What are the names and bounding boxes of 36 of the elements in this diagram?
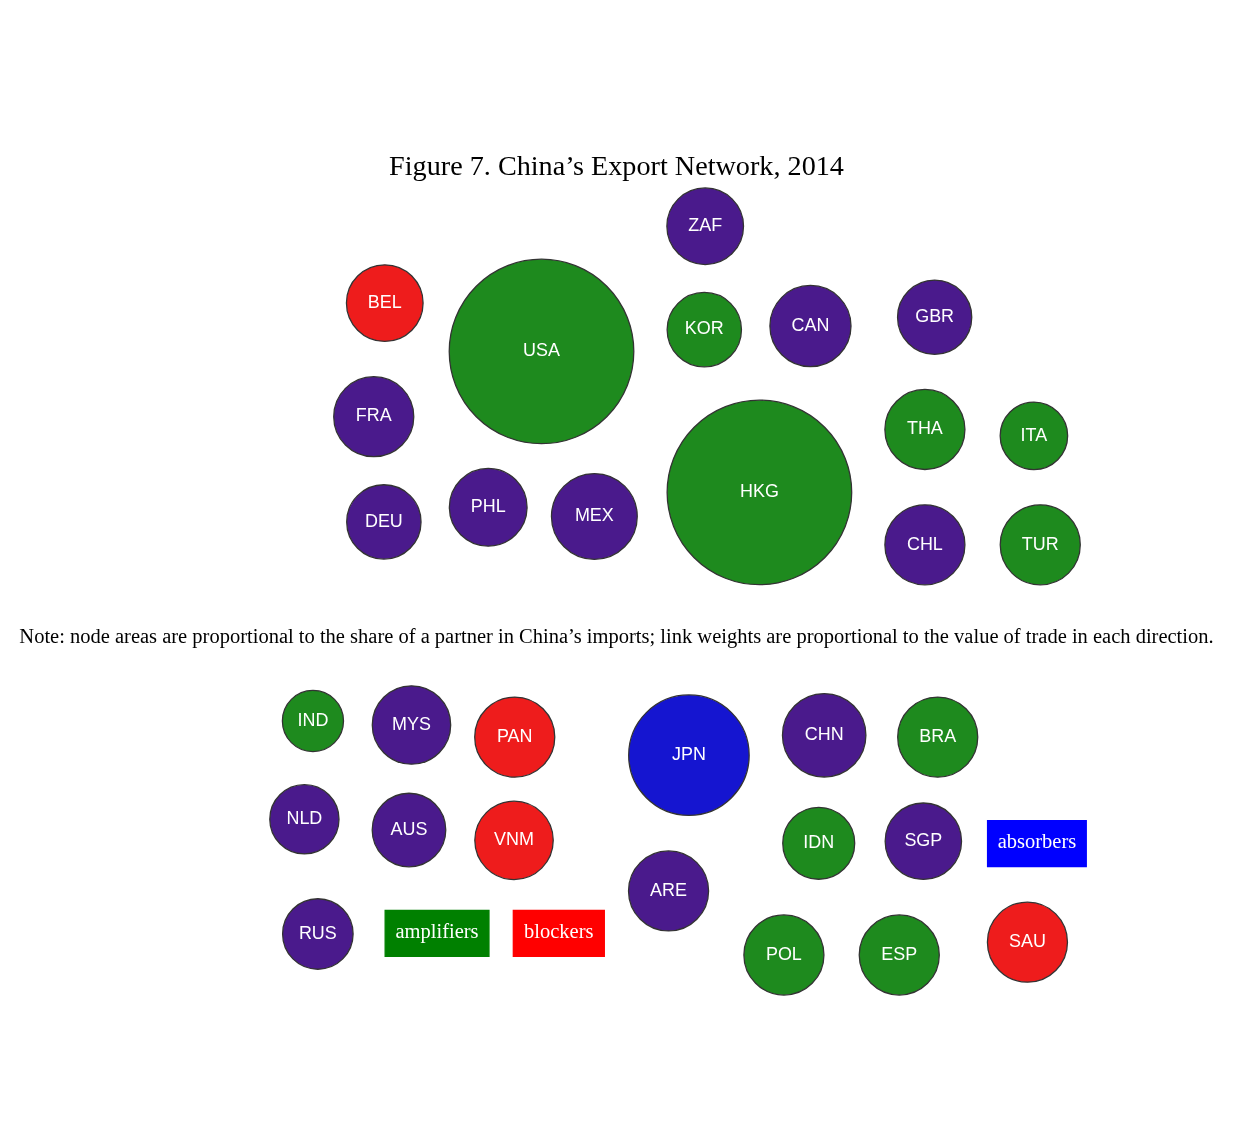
- node-circle: ZAF: [666, 186, 745, 265]
- diagram-title: Figure 7. China’s Export Network, 2014: [389, 149, 844, 181]
- node-circle: THA: [884, 388, 966, 470]
- node-circle: ITA: [999, 400, 1069, 470]
- node-circle: CHL: [884, 503, 966, 585]
- node-circle: SAU: [986, 901, 1069, 983]
- node-circle: ARE: [627, 849, 710, 932]
- node-circle: HKG: [666, 399, 853, 585]
- legend-label: absorbers: [997, 830, 1077, 852]
- node-circle: GBR: [896, 278, 973, 355]
- node-circle: BEL: [345, 263, 424, 342]
- node-circle: CHN: [781, 692, 867, 778]
- node-circle: CAN: [769, 284, 852, 367]
- node-circle: FRA: [333, 375, 415, 457]
- caption: Note: node areas are proportional to the share of a partner in China’s imports; link weights are proportional to the value of trade in each direction.: [19, 624, 1214, 647]
- node-circle: IND: [281, 689, 345, 752]
- node-circle: POL: [743, 913, 825, 996]
- legend-label: blockers: [524, 919, 594, 942]
- node-circle: AUS: [371, 792, 447, 867]
- node-circle: TUR: [999, 503, 1081, 585]
- node-circle: MYS: [371, 684, 452, 765]
- node-circle: MEX: [550, 472, 638, 560]
- node-circle: JPN: [628, 693, 750, 816]
- legend-label: amplifiers: [395, 919, 479, 942]
- node-circle: KOR: [666, 291, 743, 367]
- node-circle: NLD: [269, 783, 340, 854]
- node-circle: SGP: [884, 801, 963, 880]
- node-circle: PHL: [448, 467, 528, 547]
- node-circle: BRA: [897, 695, 979, 778]
- node-circle: USA: [448, 258, 635, 444]
- node-circle: IDN: [782, 806, 856, 880]
- node-circle: VNM: [474, 800, 554, 880]
- node-circle: ESP: [858, 913, 940, 996]
- node-circle: RUS: [281, 897, 354, 970]
- node-circle: DEU: [346, 483, 422, 560]
- node-circle: PAN: [474, 695, 556, 778]
